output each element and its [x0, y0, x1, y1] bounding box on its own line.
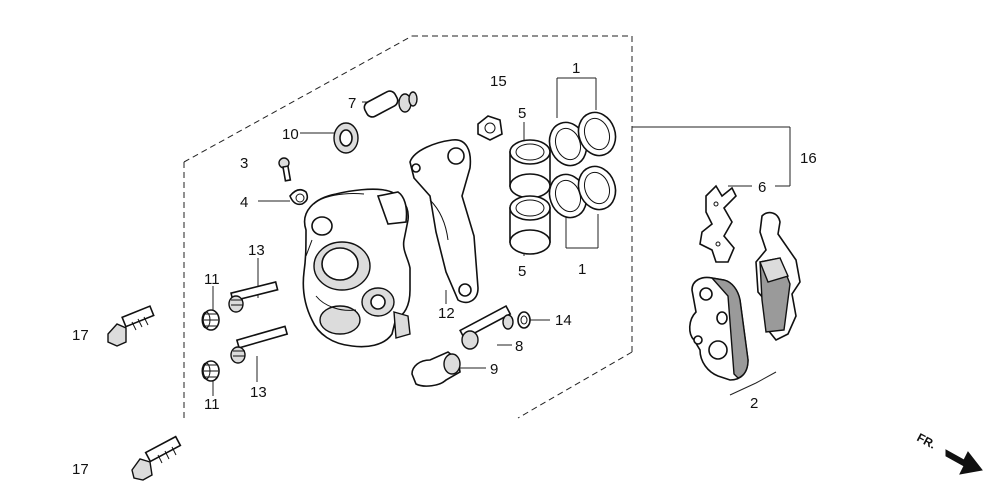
callout-8: 8: [515, 338, 523, 355]
piston-5-lower: [509, 195, 551, 255]
front-direction-label: FR.: [915, 430, 939, 451]
piston-seal-1-lower: [548, 165, 617, 219]
caliper-body: [302, 188, 411, 348]
callout-1-top: 1: [572, 60, 580, 77]
assembly-boundary: [183, 35, 633, 419]
callout-17-upper: 17: [72, 327, 89, 344]
callout-11-top: 11: [204, 271, 220, 288]
washer-14: [517, 311, 531, 329]
caliper-bracket-12: [409, 139, 479, 304]
bleeder-cap-4: [289, 188, 309, 206]
callout-labels: 1 1 2 3 4 5 5 6 7 8 9 10 11 11 12 13 13 …: [72, 60, 817, 478]
slide-pin-13-upper: [228, 281, 279, 313]
bleeder-screw-3: [278, 157, 292, 182]
callout-14: 14: [555, 312, 572, 329]
callout-16: 16: [800, 150, 817, 167]
leader-lines: [212, 77, 791, 396]
piston-5-upper: [509, 139, 551, 199]
brake-pad-2-front: [688, 276, 749, 381]
slide-pin-13-lower: [230, 325, 289, 364]
callout-5-bottom: 5: [518, 263, 526, 280]
bolt-17-upper: [107, 305, 155, 347]
callout-6: 6: [758, 179, 766, 196]
callout-1-bottom: 1: [578, 261, 586, 278]
piston-seal-1-upper: [548, 111, 617, 167]
callout-15: 15: [490, 73, 507, 90]
callout-11-bottom: 11: [204, 396, 220, 413]
front-direction-marker: FR.: [915, 430, 983, 475]
callout-2: 2: [750, 395, 758, 412]
pin-7: [363, 90, 418, 118]
callout-7: 7: [348, 95, 356, 112]
callout-13-bottom: 13: [250, 384, 267, 401]
pad-spring-6: [699, 184, 737, 263]
boot-11-upper: [201, 309, 220, 331]
front-direction-arrow-icon: [945, 449, 983, 475]
callout-10: 10: [282, 126, 299, 143]
callout-13-top: 13: [248, 242, 265, 259]
bolt-17-lower: [131, 435, 182, 481]
pin-8: [459, 304, 514, 350]
callout-17-lower: 17: [72, 461, 89, 478]
callout-4: 4: [240, 194, 248, 211]
part-15-bushing: [477, 115, 503, 141]
callout-9: 9: [490, 361, 498, 378]
callout-12: 12: [438, 305, 455, 322]
callout-5-top: 5: [518, 105, 526, 122]
brake-pad-2-rear: [755, 211, 801, 342]
callout-3: 3: [240, 155, 248, 172]
boot-11-lower: [201, 360, 220, 382]
bolt-9: [411, 351, 461, 387]
seal-10: [333, 122, 359, 154]
